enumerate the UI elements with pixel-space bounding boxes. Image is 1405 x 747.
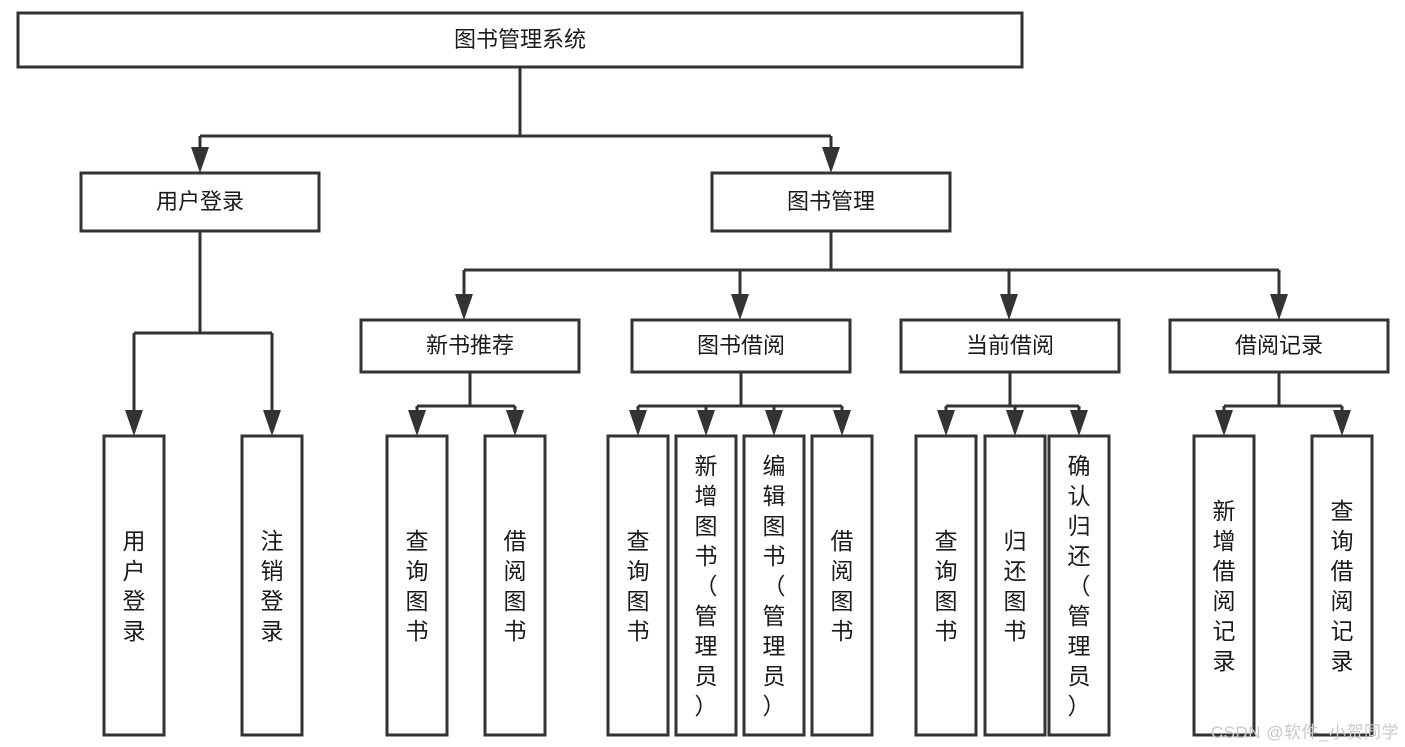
node-label: 确认归还（管理员） (1068, 453, 1091, 719)
node-leaf-logout-login[interactable]: 注销登录 (240, 434, 304, 737)
arrow-head-icon (1006, 410, 1024, 436)
node-label: 图书借阅 (697, 333, 785, 358)
node-label: 注销登录 (261, 528, 284, 644)
arrow-head-icon (408, 410, 426, 436)
node-box-leaf (385, 434, 449, 737)
node-leaf-return-book[interactable]: 归还图书 (983, 434, 1047, 737)
node-label: 归还图书 (1004, 528, 1027, 644)
arrow-head-icon (731, 294, 749, 320)
arrow-head-icon (1215, 410, 1233, 436)
node-box-level1 (79, 171, 321, 233)
node-leaf-query-book-3[interactable]: 查询图书 (914, 434, 978, 737)
node-label: 新增借阅记录 (1213, 498, 1236, 674)
node-leaf-query-borrow-record[interactable]: 查询借阅记录 (1310, 434, 1374, 737)
node-leaf-add-book-admin[interactable]: 新增图书（管理员） (674, 434, 738, 737)
node-label: 图书管理 (787, 189, 875, 214)
arrow-head-icon (506, 410, 524, 436)
node-current-borrow[interactable]: 当前借阅 (899, 318, 1121, 374)
arrow-head-icon (1000, 294, 1018, 320)
node-label: 查询图书 (935, 528, 958, 644)
node-label: 用户登录 (123, 528, 146, 644)
arrow-head-icon (1333, 410, 1351, 436)
node-leaf-query-book-1[interactable]: 查询图书 (385, 434, 449, 737)
arrow-head-icon (1270, 294, 1288, 320)
node-leaf-add-borrow-record[interactable]: 新增借阅记录 (1192, 434, 1256, 737)
node-book-management[interactable]: 图书管理 (710, 171, 952, 233)
node-leaf-confirm-return-admin[interactable]: 确认归还（管理员） (1047, 434, 1111, 737)
node-label: 查询图书 (406, 528, 429, 644)
node-box-root (16, 11, 1024, 69)
node-label: 查询借阅记录 (1331, 498, 1354, 674)
arrow-head-icon (1070, 410, 1088, 436)
node-box-leaf (606, 434, 670, 737)
node-box-leaf (742, 434, 806, 737)
node-box-leaf (914, 434, 978, 737)
node-box-leaf (102, 434, 166, 737)
arrow-head-icon (263, 410, 281, 436)
node-label: 用户登录 (156, 189, 244, 214)
node-label: 新增图书（管理员） (695, 453, 718, 719)
node-label: 编辑图书（管理员） (763, 453, 786, 719)
node-box-leaf (483, 434, 547, 737)
node-box-leaf (810, 434, 874, 737)
node-box-leaf (674, 434, 738, 737)
watermark-label: CSDN @软件_小贺同学 (1210, 723, 1399, 742)
node-box-leaf (1192, 434, 1256, 737)
node-label: 图书管理系统 (454, 27, 586, 52)
node-new-book-recommend[interactable]: 新书推荐 (359, 318, 581, 374)
arrow-head-icon (937, 410, 955, 436)
node-label: 借阅记录 (1235, 333, 1323, 358)
node-borrow-record[interactable]: 借阅记录 (1168, 318, 1390, 374)
node-user-login[interactable]: 用户登录 (79, 171, 321, 233)
node-box-leaf (240, 434, 304, 737)
node-label: 当前借阅 (966, 333, 1054, 358)
arrow-head-icon (455, 294, 473, 320)
node-leaf-user-login[interactable]: 用户登录 (102, 434, 166, 737)
node-label: 查询图书 (627, 528, 650, 644)
node-box-leaf (983, 434, 1047, 737)
arrow-head-icon (765, 410, 783, 436)
arrow-head-icon (629, 410, 647, 436)
node-box-level2 (359, 318, 581, 374)
arrow-head-icon (697, 410, 715, 436)
node-root[interactable]: 图书管理系统 (16, 11, 1024, 69)
node-label: 新书推荐 (426, 333, 514, 358)
arrow-head-icon (833, 410, 851, 436)
node-box-level1 (710, 171, 952, 233)
node-leaf-borrow-book-2[interactable]: 借阅图书 (810, 434, 874, 737)
arrow-head-icon (125, 410, 143, 436)
node-leaf-edit-book-admin[interactable]: 编辑图书（管理员） (742, 434, 806, 737)
node-box-level2 (899, 318, 1121, 374)
node-leaf-query-book-2[interactable]: 查询图书 (606, 434, 670, 737)
arrow-head-icon (822, 147, 840, 173)
node-box-level2 (1168, 318, 1390, 374)
node-box-level2 (630, 318, 852, 374)
node-box-leaf (1310, 434, 1374, 737)
node-book-borrow[interactable]: 图书借阅 (630, 318, 852, 374)
node-box-leaf (1047, 434, 1111, 737)
node-label: 借阅图书 (831, 528, 854, 644)
node-leaf-borrow-book-1[interactable]: 借阅图书 (483, 434, 547, 737)
node-label: 借阅图书 (504, 528, 527, 644)
arrow-head-icon (191, 147, 209, 173)
